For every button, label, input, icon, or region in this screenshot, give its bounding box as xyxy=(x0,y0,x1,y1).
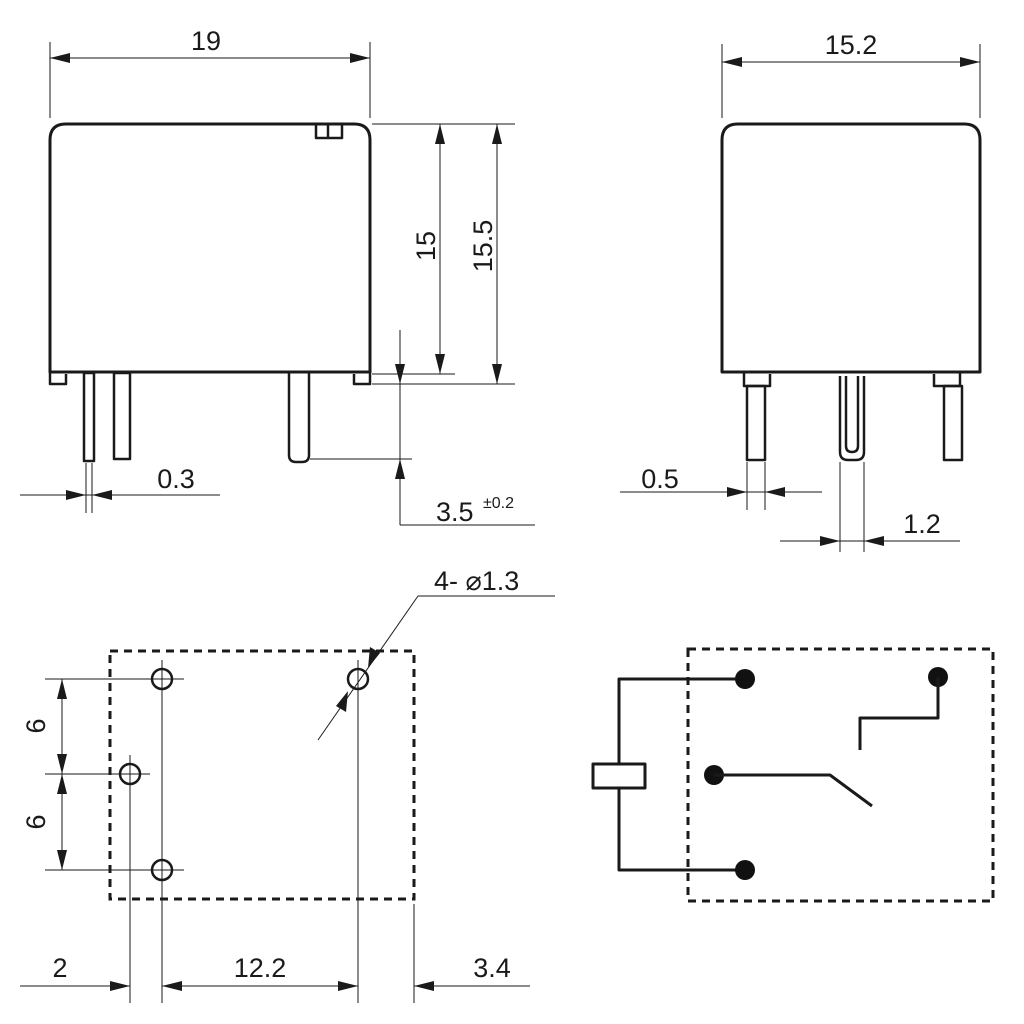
coil-terminal-top xyxy=(735,669,755,689)
front-view-base-ledge xyxy=(742,372,962,388)
side-view-body-outline xyxy=(48,122,372,374)
side-view: 19 15 15.5 3.5 ±0.2 0.3 xyxy=(20,26,535,527)
front-view-pin-left xyxy=(745,384,767,462)
side-width-label: 19 xyxy=(191,26,221,56)
switch-arm-icon xyxy=(714,773,873,808)
front-view-pin-center-slot xyxy=(844,376,860,454)
side-total-height-label: 15.5 xyxy=(468,220,498,273)
hole-callout-label: 4- ⌀1.3 xyxy=(434,566,519,596)
front-width-label: 15.2 xyxy=(825,30,878,60)
slot-width-label: 1.2 xyxy=(903,509,941,539)
schematic-outline xyxy=(686,647,995,903)
front-view-pin-right xyxy=(942,384,964,462)
pin-length-label: 3.5 xyxy=(436,497,474,527)
front-pin-width-label: 0.5 xyxy=(641,464,679,494)
front-view: 15.2 0.5 1.2 xyxy=(620,30,982,552)
front-view-pin-center xyxy=(838,376,866,462)
footprint-view: 6 6 4- ⌀1.3 2 12.2 3.4 xyxy=(20,566,555,1003)
footprint-holes xyxy=(118,667,370,882)
side-view-pin-2 xyxy=(112,371,132,461)
front-view-body-outline xyxy=(720,122,982,374)
pitch-upper-label: 6 xyxy=(21,718,51,733)
contact-no-lead xyxy=(858,677,940,750)
coil-icon xyxy=(591,762,647,790)
side-view-base-ledge xyxy=(48,372,372,386)
relay-schematic xyxy=(591,647,995,903)
side-body-height-label: 15 xyxy=(411,231,441,261)
coil-terminal-bottom xyxy=(735,860,755,880)
coil-wiring xyxy=(617,677,745,872)
side-view-pin-1 xyxy=(82,371,96,463)
pitch-lower-label: 6 xyxy=(21,814,51,829)
pin-length-tolerance: ±0.2 xyxy=(483,495,514,512)
footprint-outline xyxy=(108,649,416,901)
pitch-horizontal-label: 12.2 xyxy=(234,953,287,983)
front-view-pins xyxy=(745,376,964,462)
offset-right-label: 3.4 xyxy=(473,953,511,983)
offset-left-label: 2 xyxy=(52,953,67,983)
side-view-pins xyxy=(82,371,311,464)
pin-thickness-label: 0.3 xyxy=(157,464,195,494)
side-view-pin-3 xyxy=(287,373,311,464)
